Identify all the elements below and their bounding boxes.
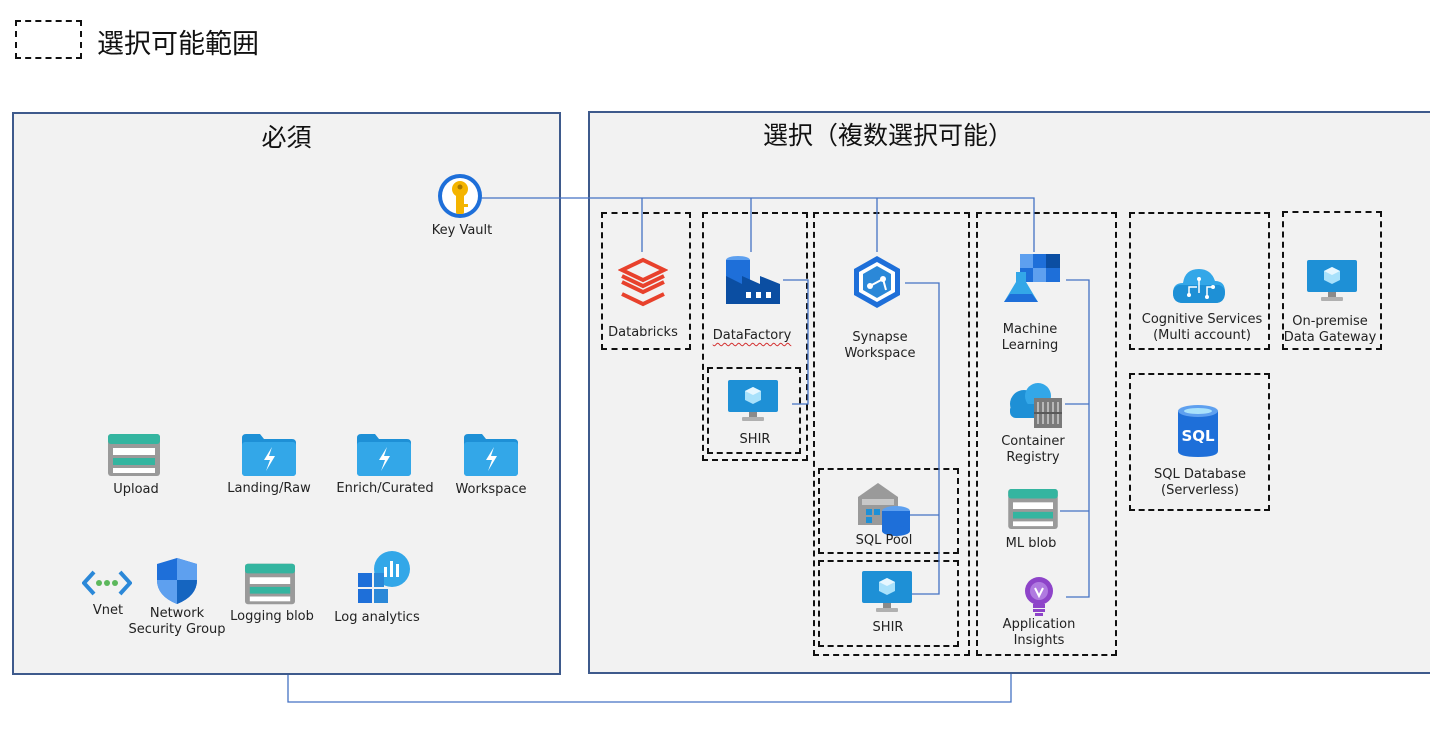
data-lake-folder-icon: [464, 434, 518, 476]
synapse-icon: [854, 256, 900, 308]
cognitive-label-line1: Cognitive Services: [1141, 312, 1263, 327]
application-insights-icon: [1025, 577, 1053, 616]
container-registry-icon: [1010, 383, 1062, 428]
sql-pool-label: SQL Pool: [855, 533, 913, 548]
sql-pool-icon: [858, 483, 910, 536]
gateway-label-line2: Data Gateway: [1283, 330, 1377, 345]
group-sqldb: [1129, 373, 1270, 511]
vm-monitor-icon: [862, 571, 912, 612]
required-title: 必須: [261, 123, 312, 152]
key-vault-label: Key Vault: [431, 223, 493, 238]
legend-label: 選択可能範囲: [97, 29, 259, 60]
group-datafactory: [702, 212, 808, 461]
workspace-label: Workspace: [455, 482, 527, 497]
legend-swatch: [15, 20, 82, 59]
synapse-link: [905, 282, 940, 595]
databricks-icon: [618, 257, 668, 307]
appins-label-line2: Insights: [1013, 633, 1065, 648]
svg-text:SQL: SQL: [1181, 427, 1215, 445]
logging-blob-label: Logging blob: [230, 609, 314, 624]
storage-account-icon: [1008, 489, 1058, 529]
data-lake-folder-icon: [357, 434, 411, 476]
enrich-curated-label: Enrich/Curated: [336, 481, 434, 496]
nsg-label-line2: Security Group: [128, 622, 226, 637]
storage-account-icon: [245, 563, 295, 605]
vm-monitor-icon: [1307, 260, 1357, 301]
acr-label-line2: Registry: [1006, 450, 1060, 465]
sqldb-label-line2: (Serverless): [1161, 483, 1239, 498]
adf-shir-link: [783, 279, 809, 405]
upload-label: Upload: [113, 482, 159, 497]
machine-learning-icon: [1004, 254, 1060, 302]
log-analytics-label: Log analytics: [334, 610, 420, 625]
group-shir-synapse: [818, 560, 959, 647]
sqldb-label-line1: SQL Database: [1154, 467, 1246, 482]
databricks-label: Databricks: [608, 325, 678, 340]
cognitive-label-line2: (Multi account): [1153, 328, 1251, 343]
group-synapse: [813, 212, 970, 656]
data-factory-icon: [726, 256, 780, 304]
data-lake-folder-icon: [242, 434, 296, 476]
storage-account-icon: [108, 434, 160, 476]
group-sqlpool: [818, 468, 959, 554]
nsg-shield-icon: [157, 558, 197, 604]
vnet-label: Vnet: [92, 603, 124, 618]
log-analytics-icon: [358, 551, 410, 603]
appins-label-line1: Application: [1002, 617, 1076, 632]
keyvault-bus: [481, 197, 1035, 252]
group-gateway: [1282, 211, 1382, 350]
key-vault-icon: [438, 174, 482, 218]
datafactory-label: DataFactory: [712, 328, 792, 343]
group-cognitive: [1129, 212, 1270, 350]
sql-database-icon: SQL: [1178, 405, 1218, 457]
group-databricks: [601, 212, 691, 350]
optional-title: 選択（複数選択可能）: [762, 121, 1013, 150]
synapse-label-line2: Workspace: [844, 346, 916, 361]
landing-raw-label: Landing/Raw: [227, 481, 311, 496]
group-shir-adf: [707, 367, 801, 454]
shir-adf-label: SHIR: [739, 432, 771, 447]
group-ml: [976, 212, 1117, 656]
acr-label-line1: Container: [1001, 434, 1065, 449]
ml-link: [1066, 279, 1090, 598]
gateway-label-line1: On-premise: [1292, 314, 1368, 329]
panel-link: [287, 674, 1012, 703]
vnet-icon: [82, 570, 132, 596]
nsg-label-line1: Network: [149, 606, 205, 621]
shir-synapse-label: SHIR: [872, 620, 904, 635]
ml-label-line2: Learning: [1001, 338, 1059, 353]
ml-label-line1: Machine: [1002, 322, 1058, 337]
cognitive-services-icon: [1173, 269, 1225, 303]
synapse-label-line1: Synapse: [852, 330, 908, 345]
ml-blob-label: ML blob: [1005, 536, 1057, 551]
vm-monitor-icon: [728, 380, 778, 421]
